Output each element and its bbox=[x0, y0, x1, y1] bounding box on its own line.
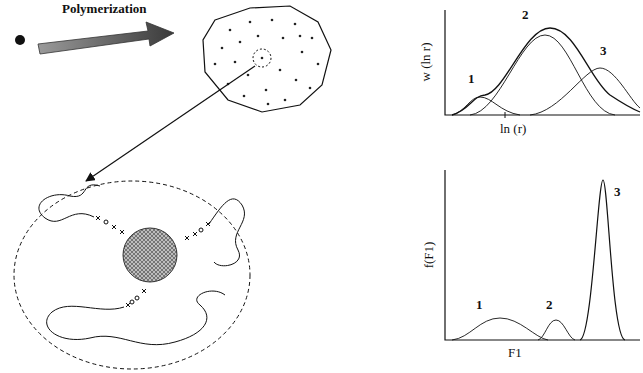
curve-number: 2 bbox=[546, 298, 553, 311]
axis-label: f(F1) bbox=[422, 242, 435, 269]
axis-label: ln (r) bbox=[500, 122, 526, 135]
seed-particle bbox=[15, 35, 25, 45]
monomer-marks bbox=[96, 216, 210, 307]
curve-number: 3 bbox=[600, 44, 607, 57]
process-label: Polymerization bbox=[62, 2, 146, 15]
zoom-circle bbox=[253, 49, 271, 67]
particle-outline bbox=[203, 6, 331, 112]
curve-number: 1 bbox=[468, 72, 475, 85]
zoom-arrow bbox=[86, 66, 255, 181]
process-arrow bbox=[38, 22, 174, 54]
curve-number: 2 bbox=[522, 8, 529, 21]
composition-distribution-plot bbox=[445, 170, 640, 340]
size-distribution-plot bbox=[445, 10, 640, 118]
particle-dots bbox=[214, 19, 320, 106]
curve-number: 1 bbox=[476, 298, 483, 311]
axis-label: F1 bbox=[508, 346, 522, 359]
polymer-chains bbox=[39, 185, 245, 345]
particle-core bbox=[123, 228, 177, 282]
curve-number: 3 bbox=[614, 185, 621, 198]
comonomer-marks bbox=[104, 220, 203, 304]
axis-label: w (ln r) bbox=[419, 43, 432, 82]
magnified-region bbox=[14, 181, 250, 369]
